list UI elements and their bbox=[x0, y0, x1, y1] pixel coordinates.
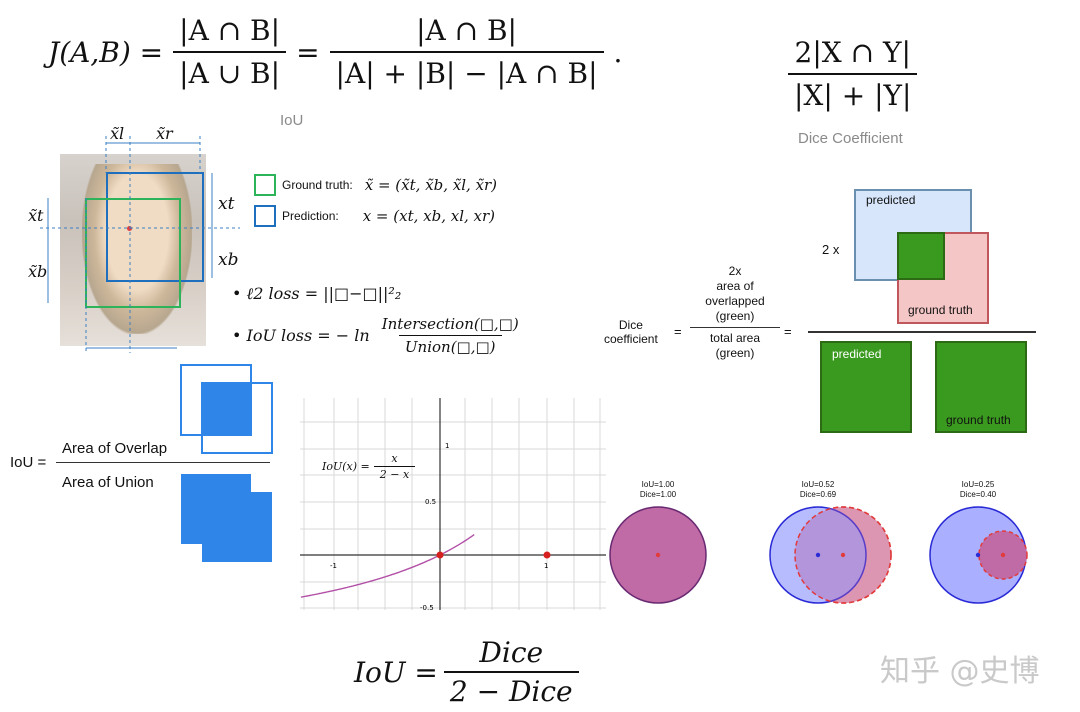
dice-eq-2: = bbox=[784, 324, 792, 339]
iou-numerator: Area of Overlap bbox=[62, 440, 168, 457]
dice-ground-truth-box-bottom bbox=[935, 341, 1027, 433]
tick-label-y-05: 0.5 bbox=[425, 498, 436, 506]
blue-square-icon bbox=[254, 205, 276, 227]
l2-loss: • ℓ2 loss = ||□−□||²₂ bbox=[232, 284, 402, 303]
tick-label-y-neg05: -0.5 bbox=[420, 604, 434, 612]
dice-predicted-label-top: predicted bbox=[866, 193, 916, 207]
iou-overlap-shapes bbox=[180, 364, 273, 562]
circle-label-3: IoU=0.25 Dice=0.40 bbox=[959, 480, 997, 499]
label-xb: xb bbox=[218, 250, 239, 270]
bottom-formula: IoU = Dice 2 − Dice bbox=[354, 636, 579, 708]
dice-ground-truth-label-top: ground truth bbox=[908, 303, 973, 317]
dice-eq-1: = bbox=[674, 324, 682, 339]
legend-prediction: Prediction: x = (xt, xb, xl, xr) bbox=[254, 205, 495, 227]
watermark: 知乎 @史博 bbox=[880, 654, 1040, 689]
jaccard-formula: J(A,B) = |A ∩ B| |A ∪ B| = |A ∩ B| |A| +… bbox=[48, 14, 623, 90]
label-xb-tilde: x̃b bbox=[28, 262, 48, 281]
dice-two-x: 2 x bbox=[822, 242, 840, 257]
dice-formula: 2|X ∩ Y| |X| + |Y| bbox=[788, 36, 918, 112]
dice-lhs: Dice coefficient bbox=[604, 318, 658, 346]
label-xr: x̃r bbox=[156, 124, 173, 143]
jaccard-fraction-1: |A ∩ B| |A ∪ B| bbox=[173, 14, 287, 90]
label-xt-tilde: x̃t bbox=[28, 206, 44, 225]
green-square-icon bbox=[254, 174, 276, 196]
jaccard-fraction-2: |A ∩ B| |A| + |B| − |A ∩ B| bbox=[329, 14, 604, 90]
iou-caption: IoU bbox=[280, 112, 304, 129]
bbox-guides bbox=[40, 136, 240, 353]
circle-label-2: IoU=0.52 Dice=0.69 bbox=[799, 480, 837, 499]
label-xl: x̃l bbox=[110, 124, 125, 143]
circle-comparisons bbox=[609, 506, 1028, 604]
iou-fraction-line bbox=[56, 462, 270, 463]
face-photo bbox=[60, 154, 206, 346]
dice-ground-truth-label-bottom: ground truth bbox=[946, 413, 1011, 427]
iou-loss: • IoU loss = − ln Intersection(□,□) Unio… bbox=[232, 315, 519, 356]
dice-caption: Dice Coefficient bbox=[798, 130, 903, 147]
iou-curve-graph: 1 0.5 -0.5 -1 1 bbox=[300, 398, 606, 612]
tick-label-x-1: 1 bbox=[544, 562, 548, 570]
iou-lhs: IoU = bbox=[10, 454, 47, 471]
label-xt: xt bbox=[218, 194, 235, 214]
dice-middle-fraction: 2x area of overlapped (green) total area… bbox=[690, 264, 780, 361]
iou-denominator: Area of Union bbox=[62, 474, 154, 491]
dice-predicted-label-bottom: predicted bbox=[832, 347, 882, 361]
dice-overlap-region bbox=[897, 232, 945, 280]
tick-label-x-neg1: -1 bbox=[330, 562, 337, 570]
graph-formula: IoU(x) = x 2 − x bbox=[322, 452, 416, 481]
dice-predicted-box-bottom bbox=[820, 341, 912, 433]
prediction-box bbox=[106, 172, 204, 282]
dice-main-fraction-line bbox=[808, 331, 1036, 333]
jaccard-lhs: J(A,B) = bbox=[48, 35, 164, 69]
tick-label-y-1: 1 bbox=[445, 442, 449, 450]
face-shape bbox=[82, 164, 192, 334]
legend-ground-truth: Ground truth: x̃ = (x̃t, x̃b, x̃l, x̃r) bbox=[254, 174, 497, 196]
circle-label-1: IoU=1.00 Dice=1.00 bbox=[639, 480, 677, 499]
